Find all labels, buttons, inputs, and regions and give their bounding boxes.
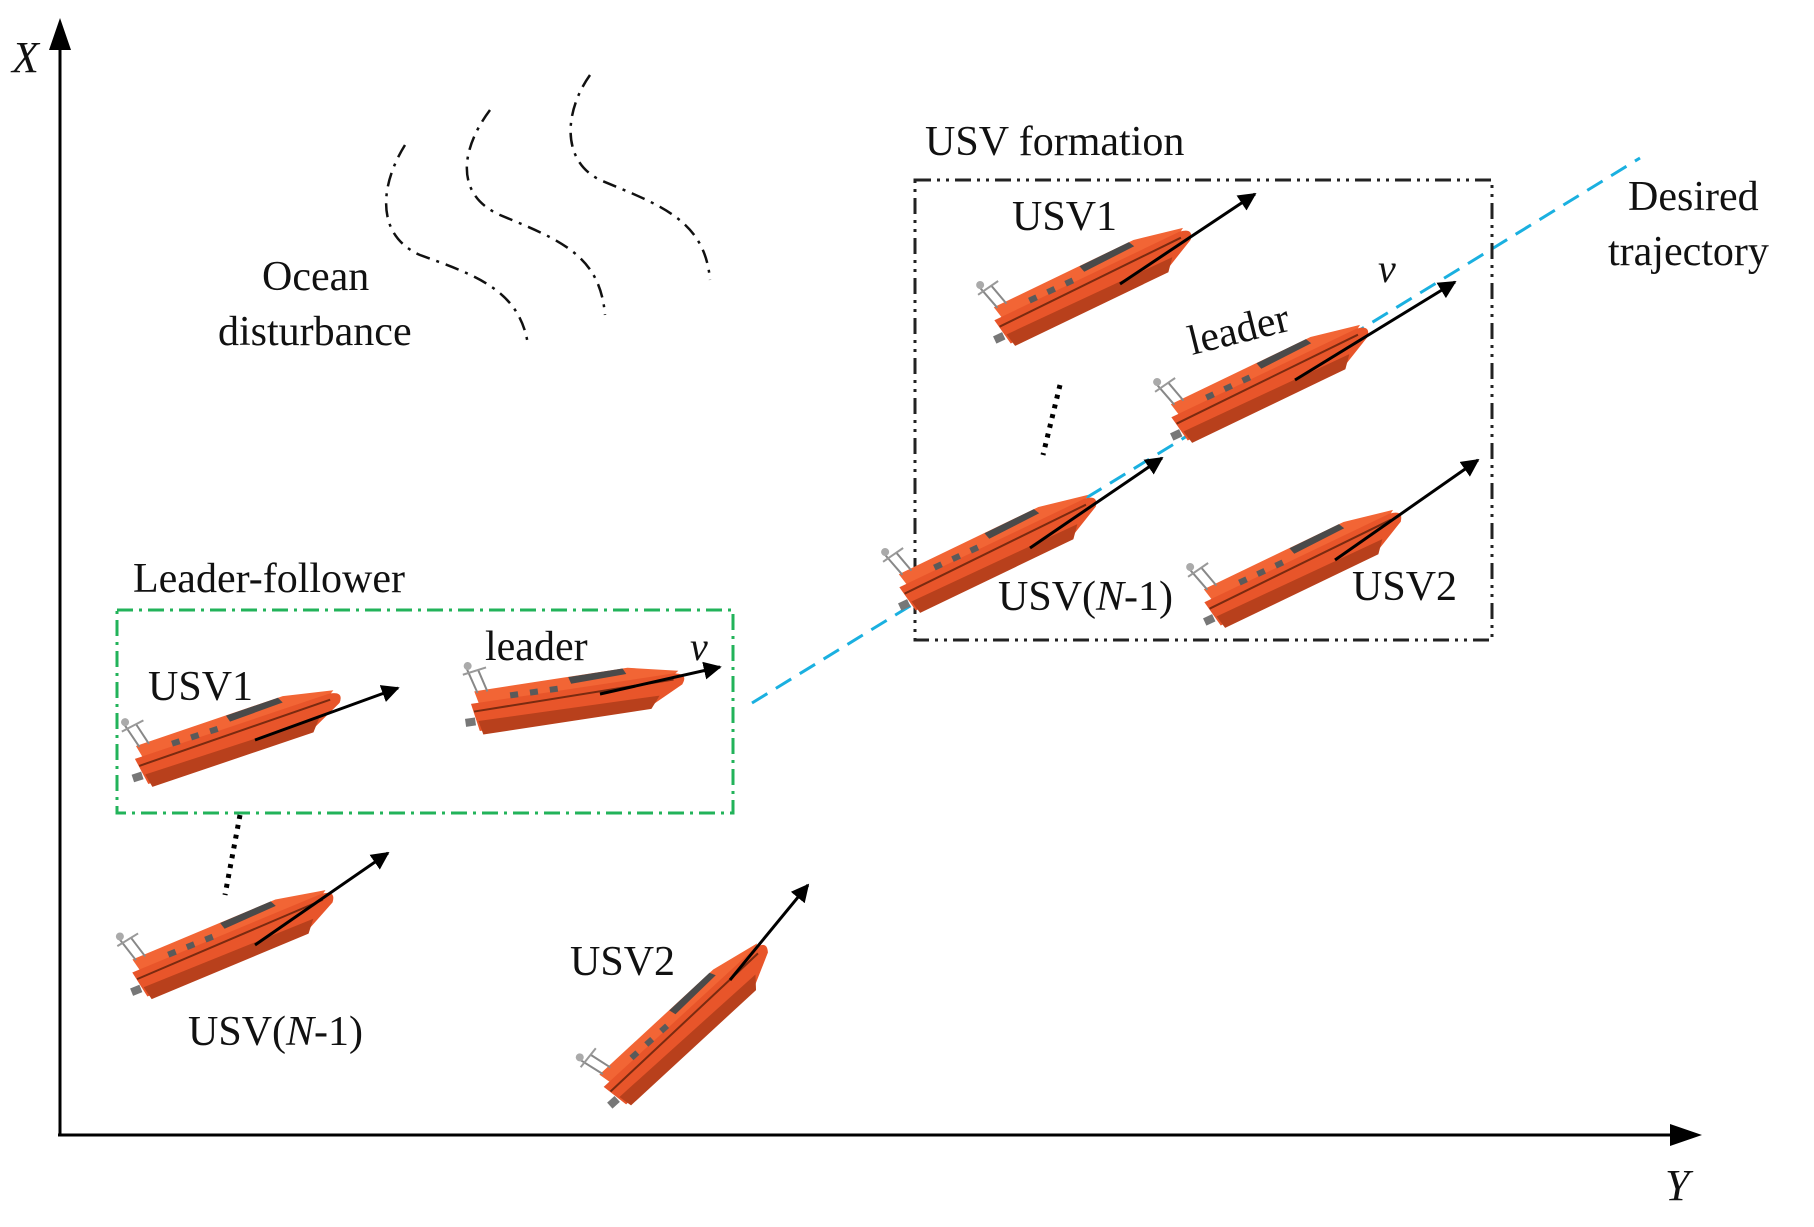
lf-usv2-velocity-arrow [728, 883, 810, 981]
lf-usv-n1-label: USV(N-1) [188, 1009, 363, 1055]
y-axis-arrowhead [1670, 1124, 1702, 1146]
fm-leader-velocity-arrow [1294, 280, 1457, 382]
fm-usv2-label: USV2 [1352, 564, 1457, 610]
y-axis-label: Y [1665, 1161, 1694, 1210]
fm-usv2-velocity-arrow [1334, 458, 1480, 562]
lf-usv1-label: USV1 [148, 664, 253, 710]
lf-usv-n1-velocity-arrow [254, 851, 390, 947]
leader-follower-box [115, 608, 735, 815]
x-axis-arrowhead [49, 18, 71, 50]
disturbance-label-line2: disturbance [218, 309, 412, 355]
formation-box [913, 178, 1494, 642]
fm-usv-n1-velocity-arrow [1029, 456, 1164, 550]
fm-usv-n1-label: USV(N-1) [998, 574, 1173, 620]
lf-velocity-label: v [690, 624, 708, 669]
fm-usv1-label: USV1 [1012, 194, 1117, 240]
ocean-disturbance-waves [384, 74, 712, 346]
leader-follower-title: Leader-follower [133, 556, 405, 602]
wave-line [384, 144, 530, 346]
fm-ellipsis-dots [1040, 384, 1063, 456]
trajectory-label-line1: Desired [1628, 174, 1759, 220]
trajectory-label-line2: trajectory [1608, 229, 1769, 275]
disturbance-label-line1: Ocean [262, 254, 369, 300]
lf-usv1-velocity-arrow [254, 685, 400, 742]
lf-ellipsis-dots [222, 814, 243, 896]
lf-usv2-label: USV2 [570, 939, 675, 985]
formation-title: USV formation [925, 119, 1184, 165]
lf-leader-label: leader [485, 624, 588, 670]
wave-line [465, 109, 607, 316]
fm-velocity-label: v [1378, 246, 1396, 291]
fm-usv1-velocity-arrow [1119, 192, 1257, 286]
x-axis-label: X [10, 33, 41, 82]
wave-line [569, 74, 712, 281]
fm-usv2-boat [1178, 472, 1414, 636]
lf-leader-velocity-arrow [599, 661, 722, 696]
axes: X Y [10, 18, 1702, 1210]
